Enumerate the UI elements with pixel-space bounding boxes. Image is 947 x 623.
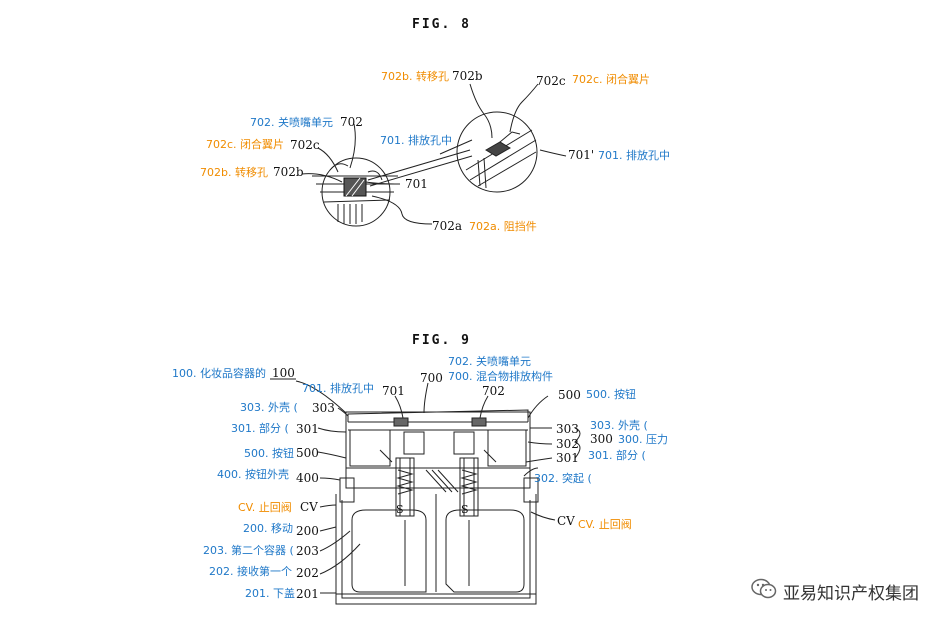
fig9-ann-100: 100. 化妆品容器的 — [172, 367, 266, 380]
fig9-spring-label-2: S — [461, 503, 469, 516]
fig8-ref-702a: 702a — [432, 219, 463, 233]
fig9-ref-301-left: 301 — [296, 422, 319, 436]
fig9-ref-200: 200 — [296, 524, 319, 538]
fig9-ref-201: 201 — [296, 587, 319, 601]
fig9-ann-500-top: 500. 按钮 — [586, 388, 636, 401]
fig9-ref-500-top: 500 — [558, 388, 581, 402]
fig8-ref-702: 702 — [340, 115, 363, 129]
fig9-ann-700: 700. 混合物排放构件 — [448, 370, 553, 383]
fig9-ref-202: 202 — [296, 566, 319, 580]
fig8-ann-701-prime: 701. 排放孔中 — [598, 149, 670, 162]
fig9-ann-cv-right: CV. 止回阀 — [578, 518, 632, 531]
fig9-ann-702: 702. 关喷嘴单元 — [448, 355, 531, 368]
fig8-title: FIG. 8 — [412, 17, 471, 32]
fig8-ref-702b: 702b — [273, 165, 304, 179]
fig8-ann-702c-top: 702c. 闭合翼片 — [572, 73, 651, 86]
fig9-ref-700: 700 — [420, 371, 443, 385]
fig9-ref-100: 100 — [272, 366, 295, 380]
fig9-ref-303-left: 303 — [312, 401, 335, 415]
fig9-ann-301-right: 301. 部分 ( — [588, 449, 646, 462]
fig8-ann-702: 702. 关喷嘴单元 — [250, 116, 333, 129]
fig9-title: FIG. 9 — [412, 333, 471, 348]
fig9-ann-400: 400. 按钮外壳 — [217, 468, 289, 481]
fig9-drawing — [270, 378, 581, 605]
fig8-ann-702b-top: 702b. 转移孔 — [381, 70, 449, 83]
fig9-ann-301-left: 301. 部分 ( — [231, 422, 289, 435]
fig9-ann-200: 200. 移动 — [243, 522, 293, 535]
fig9-ann-302: 302. 突起 ( — [534, 472, 592, 485]
fig9-ref-500-left: 500 — [296, 446, 319, 460]
fig8-ref-702b-top: 702b — [452, 69, 483, 83]
fig9-ref-303-right: 303 — [556, 422, 579, 436]
fig8-drawing — [301, 83, 567, 227]
fig9-ref-701: 701 — [382, 384, 405, 398]
watermark: 亚易知识产权集团 — [751, 578, 919, 605]
fig9-ann-203: 203. 第二个容器 ( — [203, 544, 294, 557]
fig9-ann-201: 201. 下盖 — [245, 587, 295, 600]
fig9-ann-300: 300. 压力 — [618, 433, 668, 446]
fig9-ann-cv-left: CV. 止回阀 — [238, 501, 292, 514]
fig8-ref-701-prime: 701' — [568, 148, 595, 162]
fig9-ref-302: 302 — [556, 437, 579, 451]
fig8-right-detail-circle — [456, 111, 538, 193]
fig9-ref-cv-right: CV — [557, 514, 575, 528]
fig8-ann-702b: 702b. 转移孔 — [200, 166, 268, 179]
fig8-ref-702c: 702c — [290, 138, 320, 152]
fig8-ann-702a: 702a. 阻挡件 — [469, 220, 537, 233]
fig9-ann-303-left: 303. 外壳 ( — [240, 401, 298, 414]
fig9-ann-701: 701. 排放孔中 — [302, 382, 374, 395]
fig9-ref-cv-left: CV — [300, 500, 318, 514]
fig9-ref-702: 702 — [482, 384, 505, 398]
fig9-ref-301-right: 301 — [556, 451, 579, 465]
watermark-text: 亚易知识产权集团 — [783, 584, 919, 604]
wechat-icon — [751, 578, 777, 605]
fig8-ref-701: 701 — [405, 177, 428, 191]
fig9-spring-label-1: S — [396, 503, 404, 516]
fig9-ann-500-left: 500. 按钮 — [244, 447, 294, 460]
fig9-ref-400: 400 — [296, 471, 319, 485]
fig8-ref-702c-top: 702c — [536, 74, 566, 88]
fig9-ref-203: 203 — [296, 544, 319, 558]
fig9-ref-300: 300 — [590, 432, 613, 446]
fig9-ann-303-right: 303. 外壳 ( — [590, 419, 648, 432]
fig8-ann-701: 701. 排放孔中 — [380, 134, 452, 147]
fig8-ann-702c: 702c. 闭合翼片 — [206, 138, 285, 151]
fig9-ann-202: 202. 接收第一个 — [209, 565, 292, 578]
